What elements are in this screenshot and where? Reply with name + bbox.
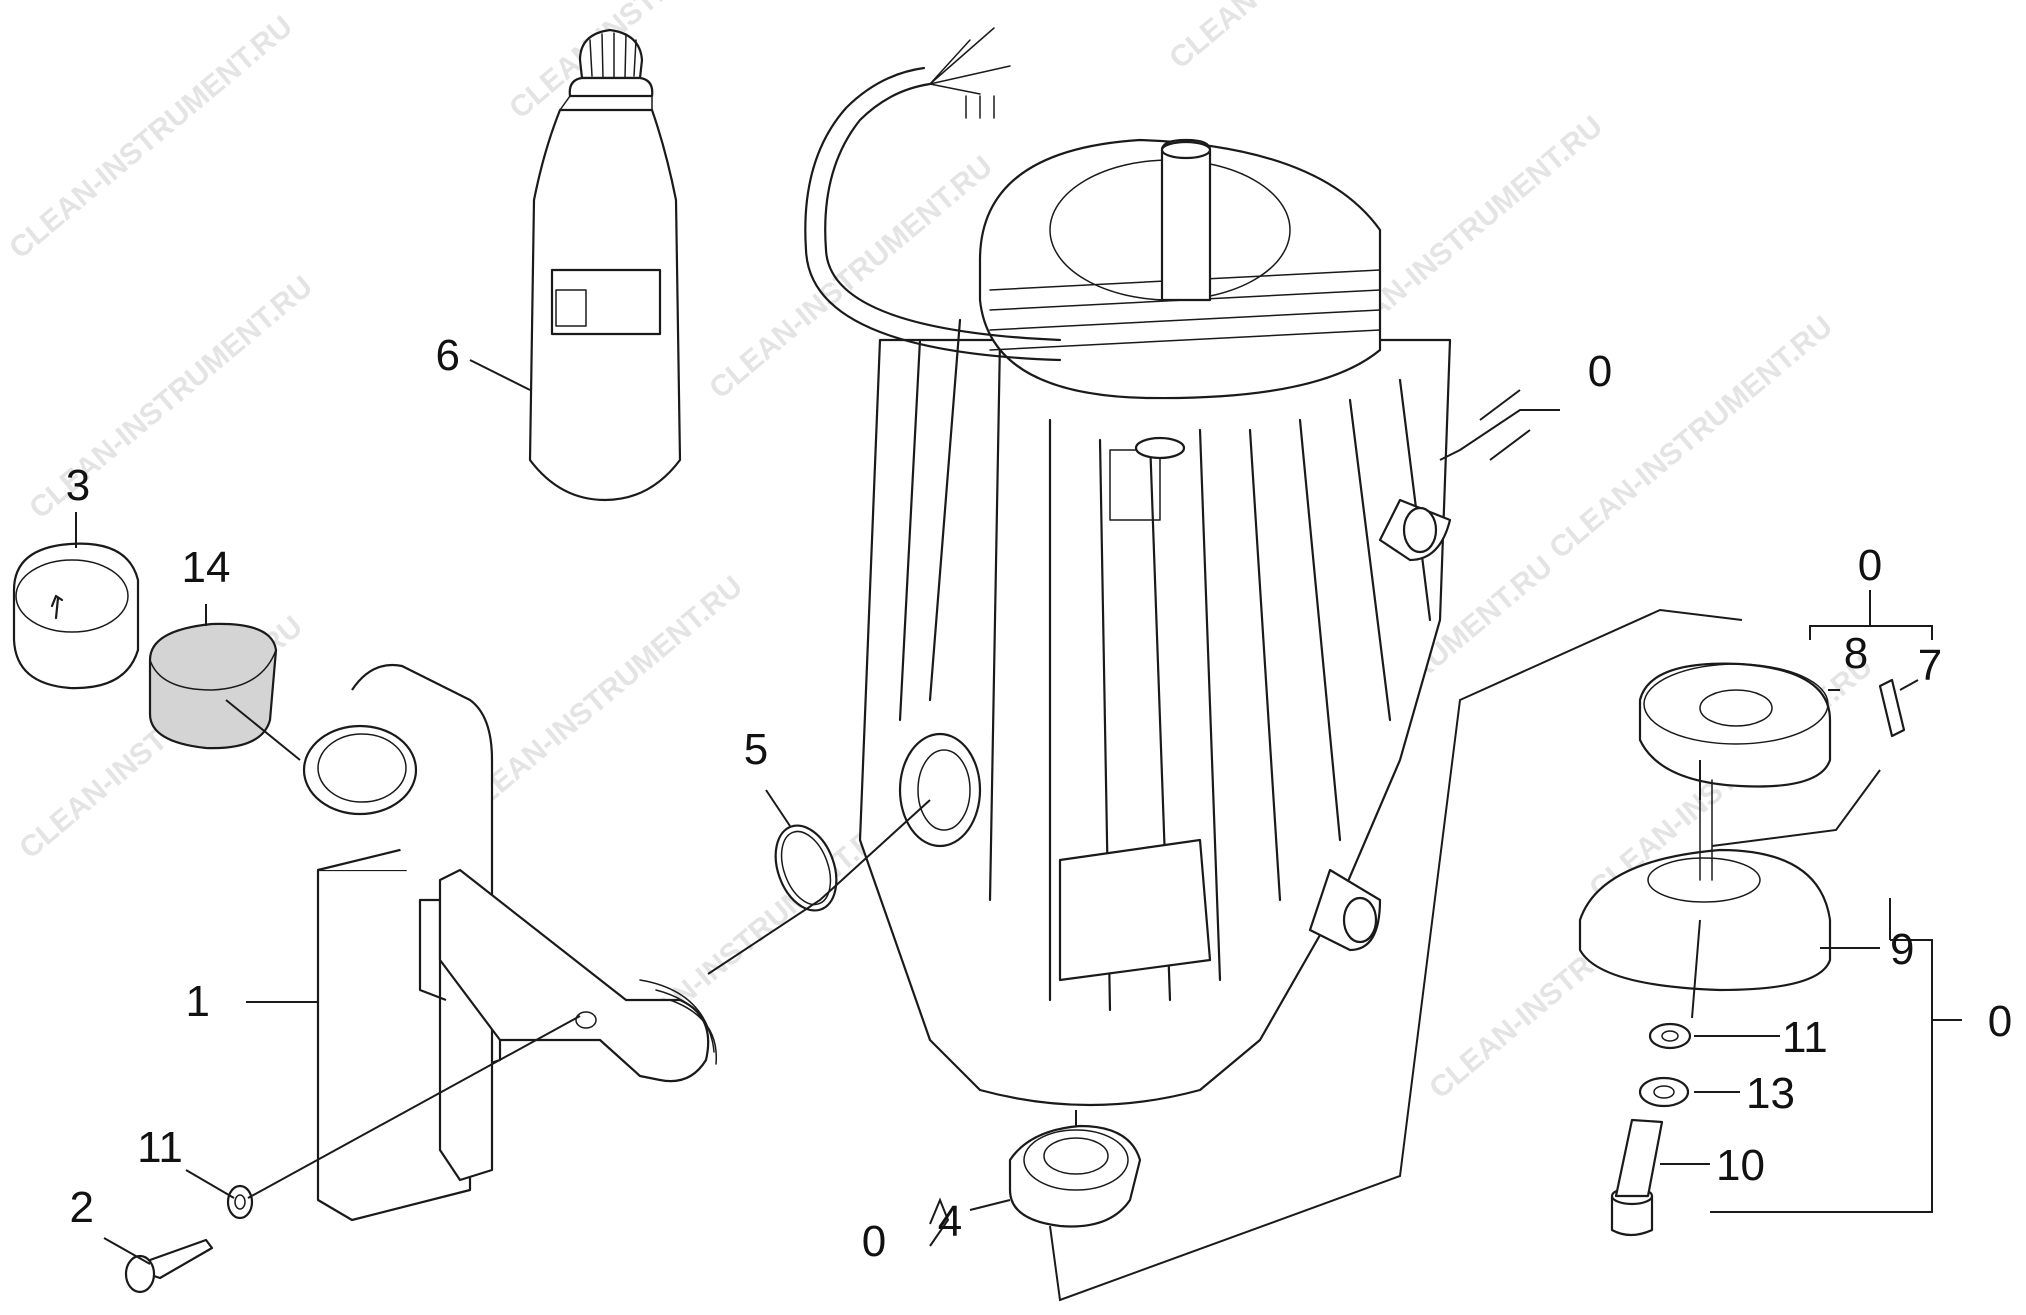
washer-11-right bbox=[1648, 1022, 1692, 1050]
watermark: CLEAN-INSTRUMENT.RU bbox=[3, 10, 299, 266]
oil-bottle bbox=[528, 28, 682, 502]
pump-head bbox=[225, 663, 718, 1222]
filter-part bbox=[148, 622, 278, 750]
label-7: 7 bbox=[1918, 641, 1942, 690]
callout-labels: 1 2 3 4 5 6 7 8 9 10 11 11 13 14 0 0 0 0 bbox=[66, 331, 2012, 1266]
cap-screw-10 bbox=[1610, 1118, 1664, 1237]
shaft-seal bbox=[1008, 1124, 1142, 1228]
bearing bbox=[1638, 662, 1832, 788]
label-11-right: 11 bbox=[1782, 1013, 1828, 1062]
cap-part bbox=[12, 542, 140, 690]
label-9: 9 bbox=[1890, 925, 1914, 974]
watermark: CLEAN-INSTRUMENT.RU bbox=[453, 570, 749, 826]
label-0-foot: 0 bbox=[1988, 997, 2012, 1046]
label-3: 3 bbox=[66, 461, 90, 510]
label-1: 1 bbox=[186, 977, 210, 1026]
label-0-bearing: 0 bbox=[1858, 541, 1882, 590]
motor-assembly bbox=[804, 27, 1452, 1107]
label-6: 6 bbox=[436, 331, 460, 380]
label-0-seal: 0 bbox=[862, 1217, 886, 1266]
label-0-motor: 0 bbox=[1588, 347, 1612, 396]
motor-foot bbox=[1578, 779, 1832, 992]
label-13: 13 bbox=[1746, 1069, 1795, 1118]
o-ring bbox=[774, 824, 838, 912]
label-11-left: 11 bbox=[137, 1123, 183, 1172]
label-5: 5 bbox=[744, 725, 768, 774]
watermark: CLEAN-INSTRUMENT.RU bbox=[503, 0, 799, 125]
label-14: 14 bbox=[182, 543, 231, 592]
label-10: 10 bbox=[1716, 1141, 1765, 1190]
watermark: CLEAN-INSTRUMENT.RU bbox=[1163, 0, 1459, 75]
label-8: 8 bbox=[1844, 629, 1868, 678]
washer-11-left bbox=[226, 1184, 254, 1220]
leader-lines bbox=[75, 359, 1962, 1302]
label-2: 2 bbox=[70, 1183, 94, 1232]
label-4: 4 bbox=[938, 1197, 962, 1246]
lock-washer-13 bbox=[1638, 1076, 1690, 1108]
pin-part bbox=[1878, 678, 1906, 738]
screw-2 bbox=[124, 1238, 214, 1294]
